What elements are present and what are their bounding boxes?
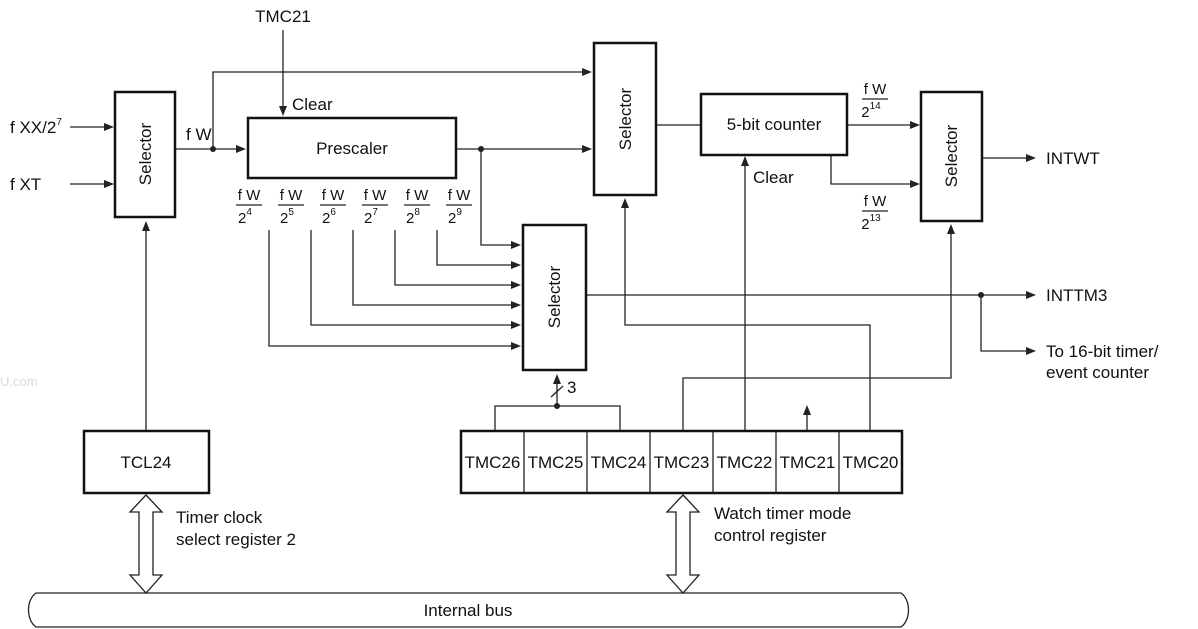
tcl-register-desc-line2: select register 2	[176, 530, 296, 549]
prescaler-tap-2: f W 26	[320, 187, 346, 227]
selector-mid-block: Selector	[521, 223, 588, 372]
prescaler-tap-4-numerator: f W	[406, 187, 429, 204]
fxx-exponent: 7	[56, 117, 62, 128]
prescaler-tap-4: f W 28	[404, 187, 430, 227]
selector-output-label: Selector	[942, 124, 961, 187]
selector-top-block: Selector	[592, 41, 658, 197]
watermark-text: U.com	[0, 374, 38, 389]
prescaler-tap-3-numerator: f W	[364, 187, 387, 204]
selector-input-label: Selector	[136, 122, 155, 185]
register-bit-tmc23: TMC23	[654, 453, 710, 472]
prescaler-tap-5: f W 29	[446, 187, 472, 227]
selector-output-block: Selector	[919, 90, 984, 223]
counter-clear-label: Clear	[753, 168, 794, 187]
prescaler-tap-fractions: f W 24 f W 25 f W 26 f W 27 f W 28 f W 29	[236, 187, 472, 227]
counter-output-1-numerator: f W	[864, 193, 887, 210]
prescaler-tap-0-exponent: 4	[246, 207, 252, 218]
counter-output-0-numerator: f W	[864, 81, 887, 98]
wires	[27, 30, 1036, 628]
counter-label: 5-bit counter	[727, 115, 822, 134]
prescaler-tap-0-numerator: f W	[238, 187, 261, 204]
watch-timer-mode-register: TMC26 TMC25 TMC24 TMC23 TMC22 TMC21 TMC20	[459, 429, 904, 495]
register-bit-tmc20: TMC20	[843, 453, 899, 472]
prescaler-tap-4-exponent: 8	[414, 207, 420, 218]
counter-output-0: f W 214	[861, 81, 888, 121]
prescaler-tap-3: f W 27	[362, 187, 388, 227]
inttm3-label: INTTM3	[1046, 286, 1107, 305]
register-bit-tmc21: TMC21	[780, 453, 836, 472]
counter-output-0-denominator: 214	[861, 101, 881, 121]
register-bit-tmc25: TMC25	[528, 453, 584, 472]
counter-output-fractions: f W 214 f W 213	[861, 81, 888, 233]
prescaler-tap-0: f W 24	[236, 187, 262, 227]
prescaler-tap-0-denominator: 24	[238, 207, 252, 227]
counter-output-1: f W 213	[861, 193, 888, 233]
prescaler-tap-5-denominator: 29	[448, 207, 462, 227]
event-counter-label: event counter	[1046, 363, 1149, 382]
counter-output-0-exponent: 14	[870, 101, 882, 112]
prescaler-tap-1: f W 25	[278, 187, 304, 227]
register-bit-tmc22: TMC22	[717, 453, 773, 472]
prescaler-tap-5-exponent: 9	[456, 207, 462, 218]
selector-top-label: Selector	[616, 87, 635, 150]
fxx-input-label: f XX/27	[10, 117, 62, 137]
to-16bit-timer-label: To 16-bit timer/	[1046, 342, 1159, 361]
counter-block: 5-bit counter	[699, 92, 849, 157]
prescaler-tap-2-denominator: 26	[322, 207, 336, 227]
wtm-register-desc-line1: Watch timer mode	[714, 504, 851, 523]
tcl-register-desc-line1: Timer clock	[176, 508, 263, 527]
wtm-register-desc-line2: control register	[714, 526, 827, 545]
prescaler-tap-3-exponent: 7	[372, 207, 378, 218]
counter-output-1-exponent: 13	[870, 213, 882, 224]
prescaler-tap-1-exponent: 5	[288, 207, 294, 218]
prescaler-clear-label: Clear	[292, 95, 333, 114]
register-bit-tmc24: TMC24	[591, 453, 647, 472]
selector-input-block: Selector	[113, 90, 177, 219]
prescaler-tap-3-denominator: 27	[364, 207, 378, 227]
fxt-input-label: f XT	[10, 175, 41, 194]
register-bit-tmc26: TMC26	[465, 453, 521, 472]
bus-width-label: 3	[567, 378, 576, 397]
prescaler-tap-5-numerator: f W	[448, 187, 471, 204]
prescaler-tap-1-numerator: f W	[280, 187, 303, 204]
selector-mid-label: Selector	[545, 265, 564, 328]
prescaler-label: Prescaler	[316, 139, 388, 158]
tcl24-block: TCL24	[82, 429, 211, 495]
prescaler-block: Prescaler	[246, 116, 458, 180]
tcl24-label: TCL24	[120, 453, 171, 472]
fxx-text: f XX/2	[10, 118, 56, 137]
fw-signal-label: f W	[186, 125, 212, 144]
tmc21-clear-source-label: TMC21	[255, 7, 311, 26]
labels: TMC21 f XX/27 f XT f W Clear Clear INTWT…	[0, 7, 1159, 620]
counter-output-1-denominator: 213	[861, 213, 881, 233]
prescaler-tap-2-exponent: 6	[330, 207, 336, 218]
prescaler-tap-1-denominator: 25	[280, 207, 294, 227]
prescaler-tap-2-numerator: f W	[322, 187, 345, 204]
internal-bus-label: Internal bus	[424, 601, 513, 620]
intwt-label: INTWT	[1046, 149, 1100, 168]
prescaler-tap-4-denominator: 28	[406, 207, 420, 227]
